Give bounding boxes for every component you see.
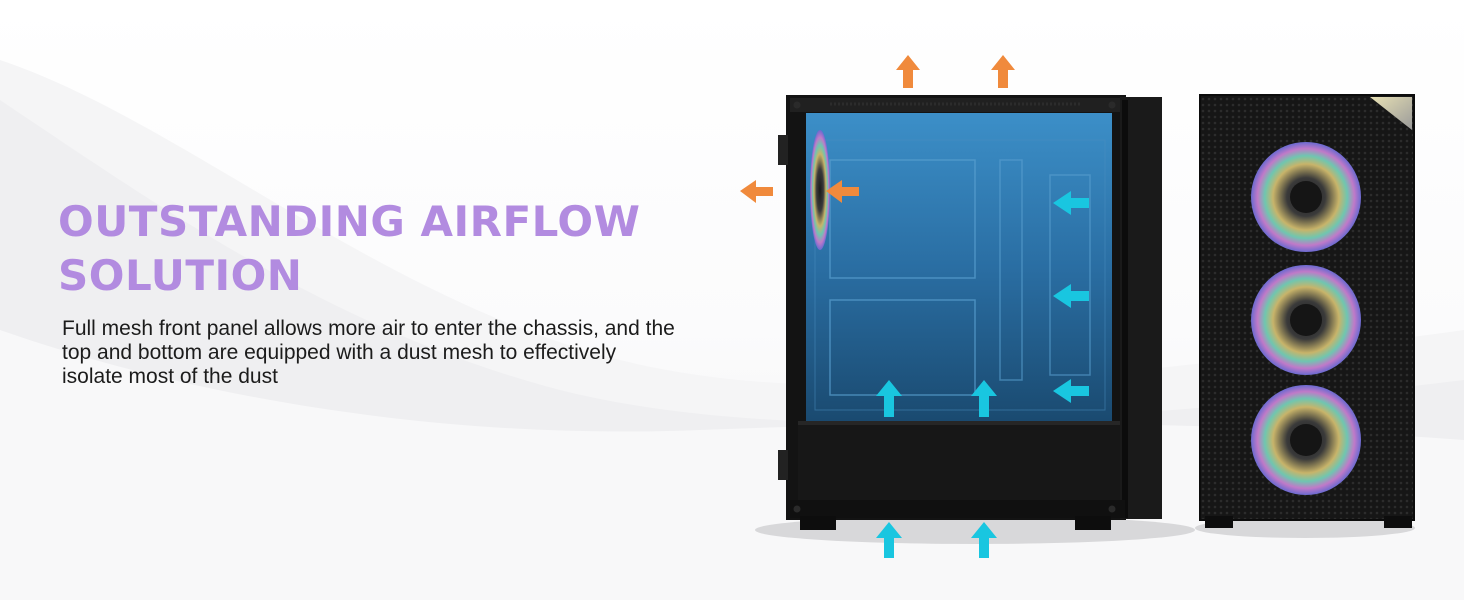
description: Full mesh front panel allows more air to… <box>62 317 675 388</box>
headline-line-1: OUTSTANDING AIRFLOW <box>58 197 641 246</box>
headline-line-2: SOLUTION <box>58 251 303 300</box>
case-interior <box>806 113 1112 421</box>
exhaust-arrow-left-icon <box>740 180 773 203</box>
exhaust-arrow-left-icon <box>826 180 859 203</box>
case-side-view <box>778 95 1162 530</box>
headline: OUTSTANDING AIRFLOW SOLUTION <box>58 195 640 303</box>
intake-arrow-up-icon <box>876 380 902 417</box>
corner-accent <box>1370 97 1412 130</box>
intake-arrow-left-icon <box>1053 191 1089 215</box>
intake-arrow-up-icon <box>971 380 997 417</box>
case-front-view <box>1199 94 1415 528</box>
intake-arrow-left-icon <box>1053 379 1089 403</box>
psu-shroud <box>798 421 1120 501</box>
intake-arrow-left-icon <box>1053 284 1089 308</box>
intake-arrows <box>876 191 1089 558</box>
rear-fan-icon <box>810 130 830 250</box>
intake-arrow-up-icon <box>971 522 997 558</box>
exhaust-arrow-up-icon <box>991 55 1015 88</box>
case-shadow-front <box>1195 518 1415 538</box>
exhaust-arrow-up-icon <box>896 55 920 88</box>
exhaust-arrows <box>740 55 1015 203</box>
intake-arrow-up-icon <box>876 522 902 558</box>
